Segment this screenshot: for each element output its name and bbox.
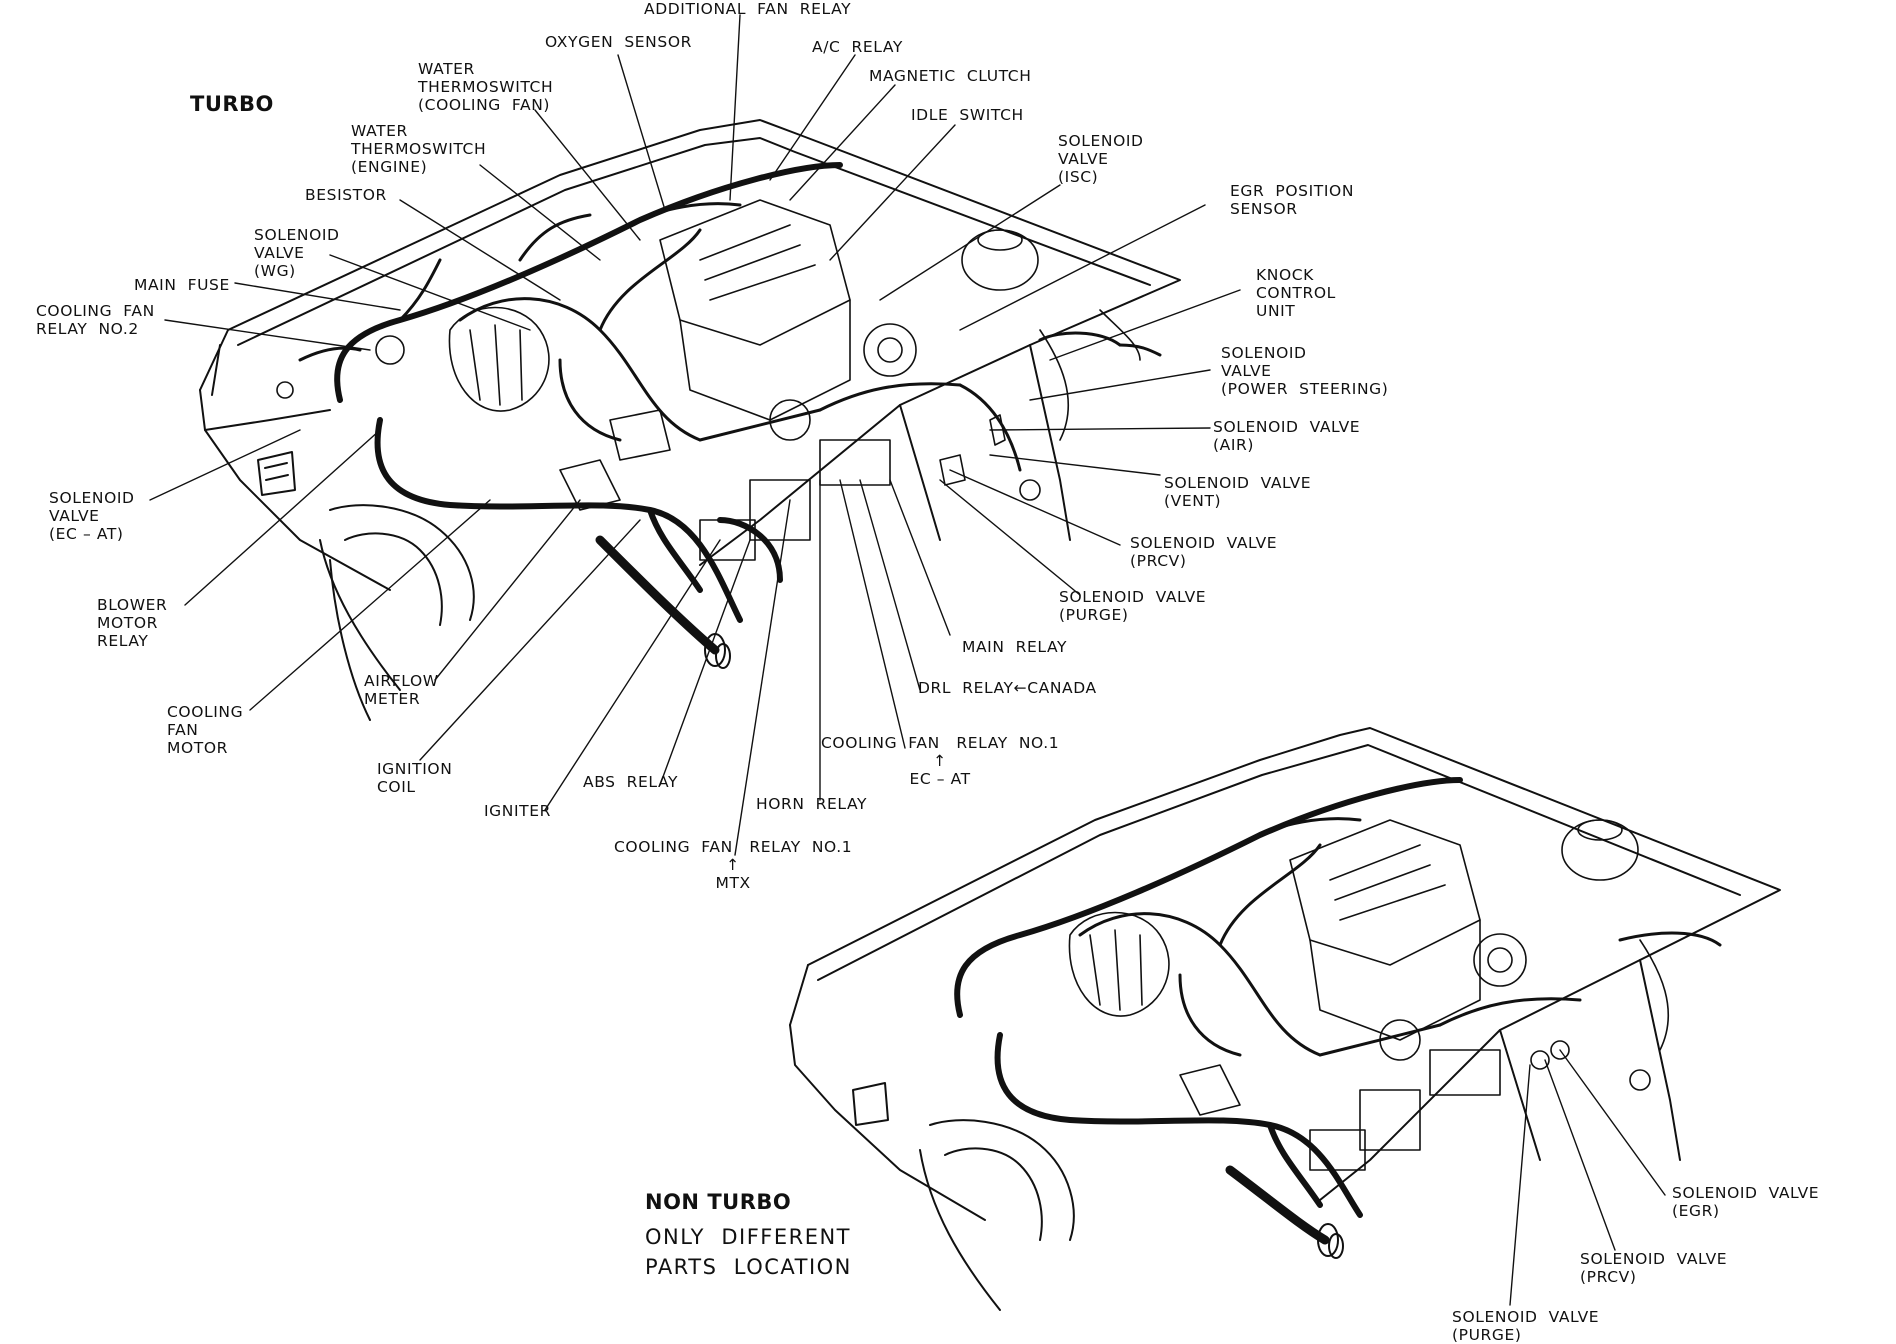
turbo-secondary-harness [298, 202, 1162, 472]
non-turbo-harness-tail [1225, 1165, 1344, 1259]
label-main-relay: MAIN RELAY [962, 638, 1068, 656]
label-nt-solenoid-valve-egr: SOLENOID VALVE (EGR) [1672, 1184, 1820, 1220]
non-turbo-car-body [789, 727, 1781, 1311]
label-drl-relay: DRL RELAY←CANADA [918, 679, 1097, 697]
label-solenoid-valve-air: SOLENOID VALVE (AIR) [1213, 418, 1361, 454]
turbo-engine-parts [276, 199, 1141, 561]
label-ignition-coil: IGNITION COIL [377, 760, 453, 796]
label-solenoid-valve-power-steering: SOLENOID VALVE (POWER STEERING) [1221, 344, 1389, 398]
label-solenoid-valve-prcv: SOLENOID VALVE (PRCV) [1130, 534, 1278, 570]
label-additional-fan-relay: ADDITIONAL FAN RELAY [644, 0, 852, 18]
turbo-main-harness [334, 162, 843, 623]
label-nt-solenoid-valve-prcv: SOLENOID VALVE (PRCV) [1580, 1250, 1728, 1286]
label-cooling-fan-motor: COOLING FAN MOTOR [167, 703, 244, 757]
label-cooling-fan-relay-no2: COOLING FAN RELAY NO.2 [36, 302, 155, 338]
label-airflow-meter: AIRFLOW METER [364, 672, 439, 708]
label-solenoid-valve-purge: SOLENOID VALVE (PURGE) [1059, 588, 1207, 624]
non-turbo-note: ONLY DIFFERENT PARTS LOCATION [645, 1225, 852, 1279]
label-water-thermoswitch-cooling-fan: WATER THERMOSWITCH (COOLING FAN) [418, 60, 554, 114]
label-igniter: IGNITER [484, 802, 551, 820]
label-blower-motor-relay: BLOWER MOTOR RELAY [97, 596, 168, 650]
label-egr-position-sensor: EGR POSITION SENSOR [1230, 182, 1355, 218]
label-main-fuse: MAIN FUSE [134, 276, 230, 294]
label-nt-solenoid-valve-purge: SOLENOID VALVE (PURGE) [1452, 1308, 1600, 1344]
label-magnetic-clutch: MAGNETIC CLUTCH [869, 67, 1032, 85]
turbo-car-body [199, 119, 1181, 721]
label-cooling-fan-relay-no1-mtx: COOLING FAN RELAY NO.1 ↑ MTX [614, 838, 853, 892]
non-turbo-engine-parts [1068, 819, 1669, 1171]
label-cooling-fan-relay-no1-ec-at: COOLING FAN RELAY NO.1 ↑ EC – AT [821, 734, 1060, 788]
label-solenoid-valve-vent: SOLENOID VALVE (VENT) [1164, 474, 1312, 510]
label-horn-relay: HORN RELAY [756, 795, 868, 813]
label-solenoid-valve-ec-at: SOLENOID VALVE (EC – AT) [49, 489, 135, 543]
turbo-leader-lines [149, 14, 1241, 856]
label-solenoid-valve-wg: SOLENOID VALVE (WG) [254, 226, 340, 280]
label-water-thermoswitch-engine: WATER THERMOSWITCH (ENGINE) [351, 122, 487, 176]
turbo-title: TURBO [190, 92, 274, 116]
label-knock-control-unit: KNOCK CONTROL UNIT [1256, 266, 1336, 320]
label-besistor: BESISTOR [305, 186, 387, 204]
non-turbo-secondary-harness [1078, 817, 1722, 1057]
label-oxygen-sensor: OXYGEN SENSOR [545, 33, 692, 51]
non-turbo-leader-lines [1509, 1049, 1666, 1306]
non-turbo-title: NON TURBO [645, 1190, 792, 1214]
label-solenoid-valve-isc: SOLENOID VALVE (ISC) [1058, 132, 1144, 186]
label-ac-relay: A/C RELAY [812, 38, 903, 56]
label-abs-relay: ABS RELAY [583, 773, 679, 791]
non-turbo-main-harness [954, 777, 1463, 1218]
label-idle-switch: IDLE SWITCH [911, 106, 1024, 124]
